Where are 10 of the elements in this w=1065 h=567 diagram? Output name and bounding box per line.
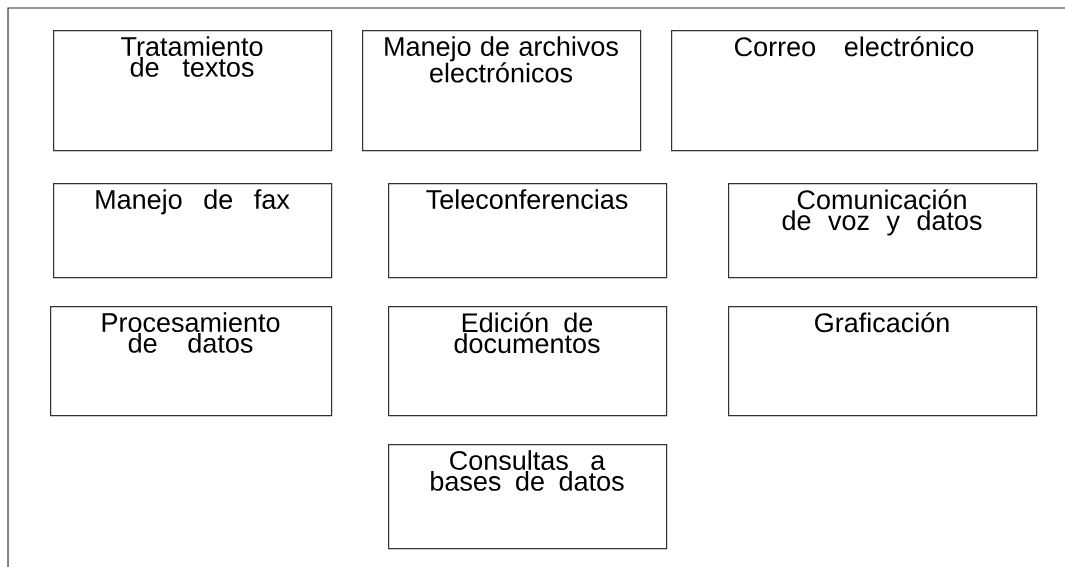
- text-box: Procesamiento de datos: [50, 306, 333, 417]
- text-box: Edición de documentos: [388, 306, 668, 417]
- text-box: Manejo de fax: [53, 183, 333, 279]
- text-box: Teleconferencias: [388, 183, 668, 279]
- text-box: Manejo de archivos electrónicos: [362, 30, 642, 152]
- text-box: Consultas a bases de datos: [388, 444, 668, 550]
- text-box: Graficación: [728, 306, 1038, 417]
- text-box: Tratamiento de textos: [53, 30, 333, 152]
- text-box: Correo electrónico: [671, 30, 1039, 152]
- text-box: Comunicación de voz y datos: [728, 183, 1038, 279]
